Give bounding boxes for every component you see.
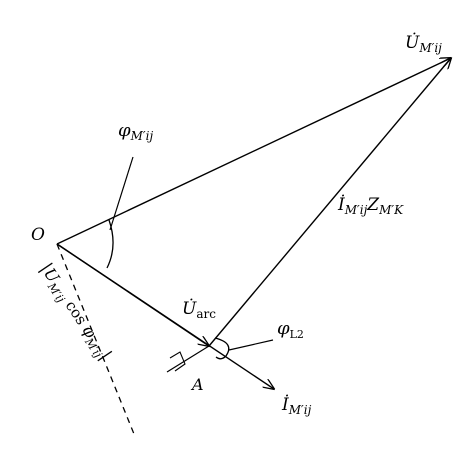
- perpendicular-segment: [166, 345, 210, 373]
- right-angle-marker: [169, 351, 186, 372]
- current-phasor-label: İM′ij: [281, 394, 312, 417]
- phi-l2-symbol: φ: [277, 318, 290, 339]
- current-phasor-subscript: M′ij: [288, 403, 312, 417]
- phi-l2-angle-arc: [214, 337, 230, 360]
- point-a-label: A: [190, 375, 204, 394]
- voltage-phasor-symbol: U̇: [405, 33, 420, 53]
- voltage-phasor-subscript: M′ij: [418, 41, 442, 55]
- iz-impedance-symbol: Z: [366, 195, 380, 215]
- iz-current-symbol: İ: [337, 194, 345, 215]
- current-phasor-symbol: İ: [281, 394, 289, 415]
- phi-main-pointer: [109, 156, 134, 231]
- phi-main-angle-arc: [106, 219, 114, 269]
- impedance-drop-phasor-line: [208, 58, 451, 347]
- arc-voltage-symbol: U̇: [182, 299, 197, 319]
- phi-main-symbol: φ: [118, 120, 131, 141]
- arc-voltage-phasor-line: [56, 243, 209, 346]
- arc-voltage-label: U̇arc: [182, 299, 216, 321]
- impedance-drop-label: İM′ijZM′K: [337, 194, 404, 217]
- phi-main-subscript: M′ij: [130, 129, 154, 143]
- phi-l2-pointer: [228, 339, 274, 351]
- voltage-phasor-line: [56, 58, 451, 245]
- projection-dashed-line: [56, 243, 135, 435]
- origin-label: O: [31, 225, 45, 245]
- iz-current-subscript: M′ij: [344, 203, 368, 217]
- voltage-phasor-label: U̇M′ij: [405, 33, 442, 55]
- phi-main-label: φM′ij: [118, 120, 153, 143]
- iz-impedance-subscript: M′K: [378, 203, 404, 217]
- phi-l2-subscript: L2: [290, 328, 304, 341]
- phi-l2-label: φL2: [277, 318, 304, 341]
- arc-voltage-subscript: arc: [196, 307, 216, 321]
